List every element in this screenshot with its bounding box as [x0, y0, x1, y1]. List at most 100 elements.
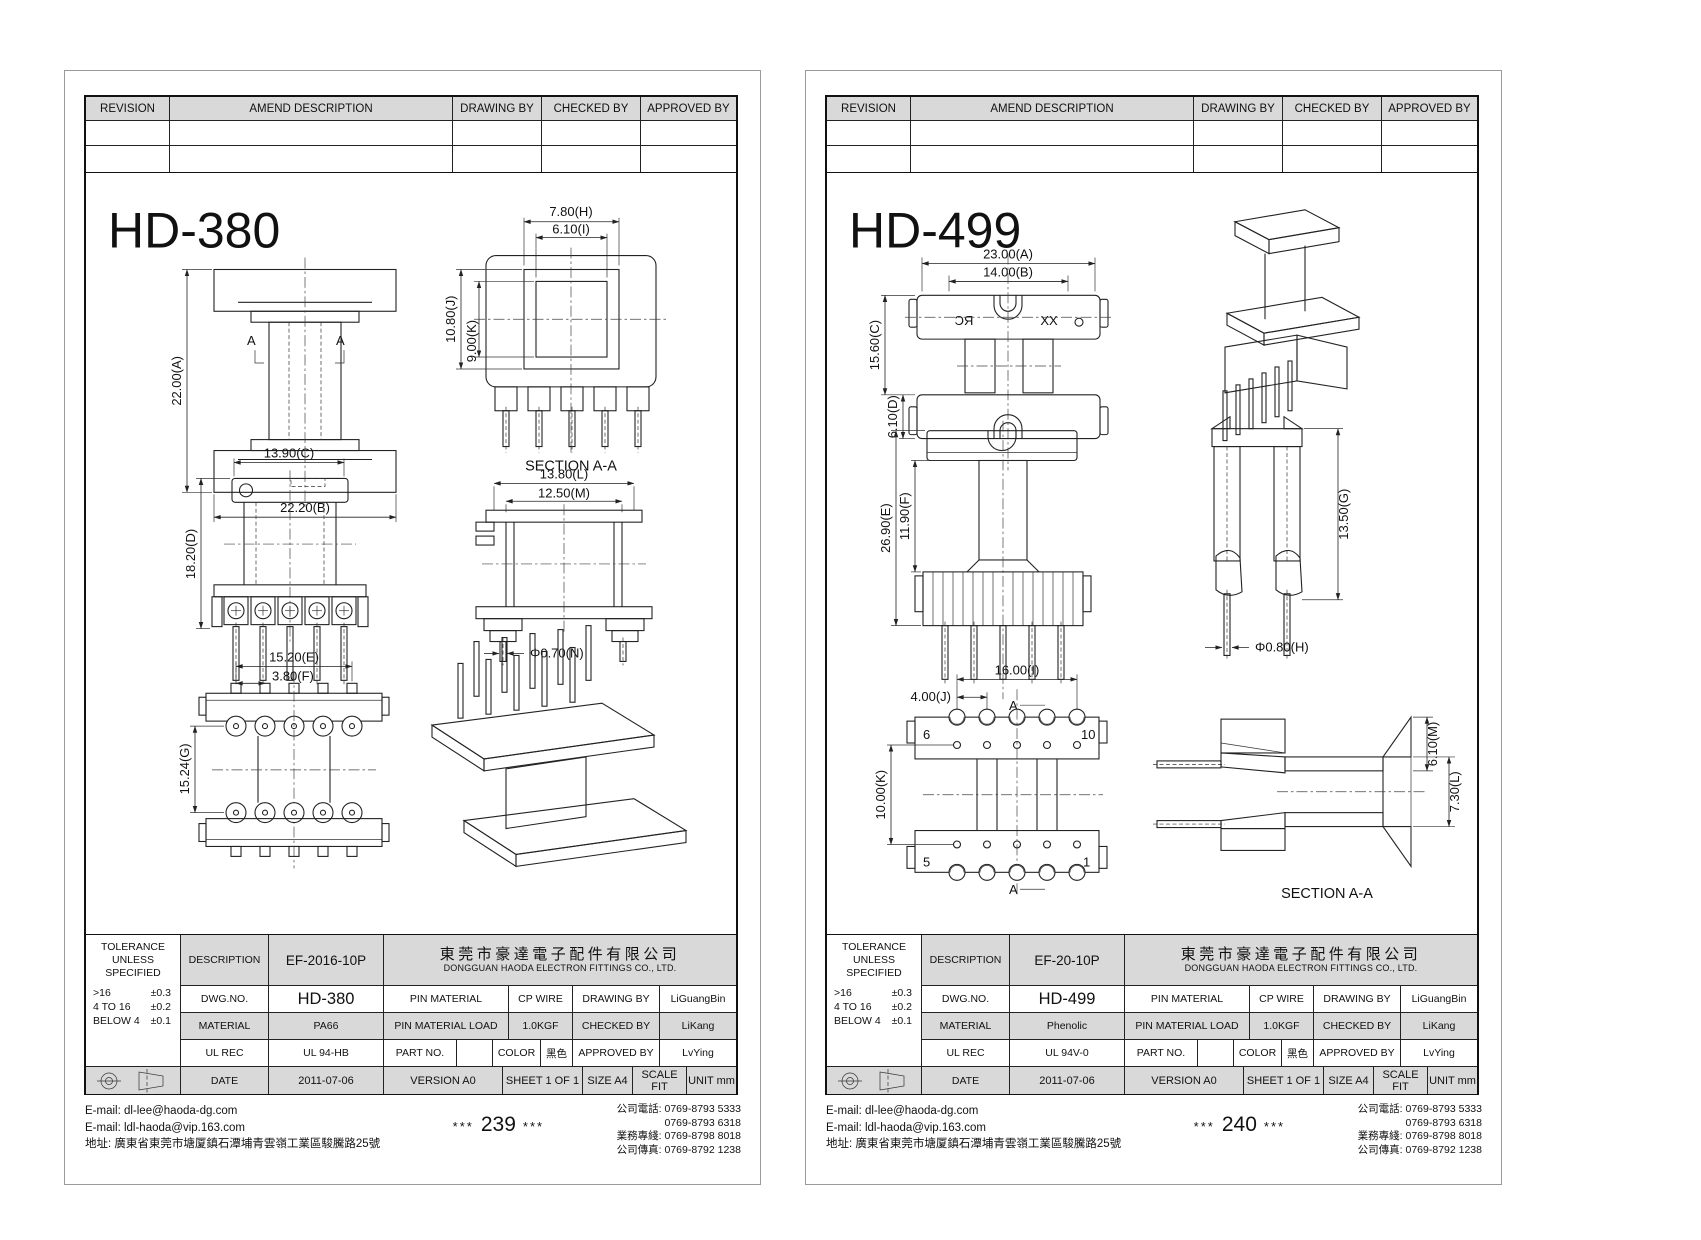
projection-symbols — [827, 1067, 921, 1094]
dim-label: 6.10(I) — [552, 222, 590, 237]
dim-label: 18.20(D) — [183, 529, 198, 579]
revision-empty-row — [86, 146, 736, 172]
pin-material-label: PIN MATERIAL — [383, 986, 508, 1013]
page-footer: E-mail: dl-lee@haoda-dg.com E-mail: ldl-… — [85, 1103, 741, 1181]
side-view: 13.90(C) — [183, 446, 369, 685]
title-block: TOLERANCE UNLESS SPECIFIED >16±0.3 4 TO … — [827, 934, 1477, 1094]
dim-label: 6.10(M) — [1425, 722, 1440, 767]
projection-icons — [97, 1068, 164, 1093]
ul-rec-value: UL 94-HB — [268, 1040, 383, 1067]
front-view: 26.90(E) 11.90(F) — [878, 420, 1092, 700]
revision-table: REVISION AMEND DESCRIPTION DRAWING BY CH… — [86, 97, 736, 173]
part-no-value — [1197, 1040, 1233, 1067]
dim-label: 11.90(F) — [897, 492, 912, 540]
dim-label: 10.00(K) — [873, 770, 888, 820]
scale-cell: SCALE FIT — [632, 1067, 686, 1094]
page-title: HD-380 — [108, 203, 280, 259]
plan-view: 23.00(A) 14.00(B) RC XX — [867, 247, 1112, 471]
drawing-by-value: LiGuangBin — [1400, 986, 1477, 1013]
drawing-by-label: DRAWING BY — [572, 986, 659, 1013]
dwg-no-label: DWG.NO. — [921, 986, 1009, 1013]
drawing-frame: REVISION AMEND DESCRIPTION DRAWING BY CH… — [84, 95, 738, 1095]
bottom-view: 16.00(I) 4.00(J) A 6 10 — [873, 662, 1108, 897]
xx-marking: XX — [1040, 313, 1058, 328]
date-label: DATE — [921, 1067, 1009, 1094]
pin-number: 10 — [1081, 727, 1095, 742]
description-value: EF-2016-10P — [268, 935, 383, 986]
drawing-by-value: LiGuangBin — [659, 986, 736, 1013]
sheet-cell: SHEET 1 OF 1 — [1243, 1067, 1323, 1094]
checked-by-value: LiKang — [1400, 1013, 1477, 1040]
material-label: MATERIAL — [180, 1013, 268, 1040]
pin-number: 5 — [923, 854, 930, 869]
company-name-en: DONGGUAN HAODA ELECTRON FITTINGS CO., LT… — [443, 963, 677, 974]
checked-by-value: LiKang — [659, 1013, 736, 1040]
scale-cell: SCALE FIT — [1373, 1067, 1427, 1094]
unit-cell: UNIT mm — [686, 1067, 736, 1094]
part-no-value — [456, 1040, 492, 1067]
revision-header-row: REVISION AMEND DESCRIPTION DRAWING BY CH… — [86, 97, 736, 121]
dim-label: 12.50(M) — [538, 485, 590, 500]
dim-label: 22.20(B) — [280, 500, 330, 515]
section-marker: A — [1009, 882, 1018, 897]
page-number: *** 240 *** — [1193, 1113, 1286, 1136]
dim-label: 13.80(L) — [540, 466, 588, 481]
revision-header-checked-by: CHECKED BY — [1282, 97, 1381, 121]
company-cell: 東莞市豪達電子配件有限公司 DONGGUAN HAODA ELECTRON FI… — [383, 935, 736, 986]
dim-label: 9.00(K) — [464, 320, 479, 362]
dim-label: 15.20(E) — [269, 649, 319, 664]
company-name-en: DONGGUAN HAODA ELECTRON FITTINGS CO., LT… — [1184, 963, 1418, 974]
hd499-technical-drawing: HD-499 23.00(A) 14.00(B) RC — [849, 203, 1462, 902]
pin-material-value: CP WIRE — [1249, 986, 1313, 1013]
side-section-view: 13.80(L) 12.50(M) — [475, 466, 653, 666]
company-name-cn: 東莞市豪達電子配件有限公司 — [439, 946, 681, 964]
dim-label: Φ0.70(N) — [530, 645, 584, 660]
part-no-label: PART NO. — [383, 1040, 456, 1067]
dim-label: 13.50(G) — [1336, 489, 1351, 540]
pin-number: 6 — [923, 727, 930, 742]
tolerance-cell: TOLERANCE UNLESS SPECIFIED >16±0.3 4 TO … — [86, 935, 180, 1067]
section-marker: A — [1009, 698, 1018, 713]
isometric-view — [430, 625, 688, 868]
sheet-cell: SHEET 1 OF 1 — [502, 1067, 582, 1094]
material-value: PA66 — [268, 1013, 383, 1040]
side-view: 13.50(G) Φ0.80(H) — [1205, 415, 1351, 660]
page-number: *** 239 *** — [452, 1113, 545, 1136]
dwg-no-value: HD-499 — [1009, 986, 1124, 1013]
projection-icons — [838, 1068, 905, 1093]
color-value: 黑色 — [540, 1040, 572, 1067]
cone-projection-icon — [879, 1071, 905, 1090]
approved-by-label: APPROVED BY — [572, 1040, 659, 1067]
dim-label: 16.00(I) — [995, 662, 1040, 677]
revision-header-revision: REVISION — [827, 97, 910, 121]
approved-by-value: LvYing — [659, 1040, 736, 1067]
datasheet-page-hd499: REVISION AMEND DESCRIPTION DRAWING BY CH… — [805, 70, 1502, 1185]
title-block: TOLERANCE UNLESS SPECIFIED >16±0.3 4 TO … — [86, 934, 736, 1094]
section-view: 6.10(M) 7.30(L) SECTION A-A — [1153, 715, 1462, 902]
color-value: 黑色 — [1281, 1040, 1313, 1067]
section-marker: A — [247, 333, 256, 348]
color-label: COLOR — [492, 1040, 540, 1067]
pin-material-label: PIN MATERIAL — [1124, 986, 1249, 1013]
part-no-label: PART NO. — [1124, 1040, 1197, 1067]
dim-label: 22.00(A) — [169, 356, 184, 406]
pin-load-value: 1.0KGF — [1249, 1013, 1313, 1040]
tolerance-cell: TOLERANCE UNLESS SPECIFIED >16±0.3 4 TO … — [827, 935, 921, 1067]
version-cell: VERSION A0 — [383, 1067, 502, 1094]
revision-header-drawing-by: DRAWING BY — [452, 97, 541, 121]
tolerance-title: TOLERANCE — [101, 941, 165, 953]
revision-header-amend: AMEND DESCRIPTION — [910, 97, 1193, 121]
date-label: DATE — [180, 1067, 268, 1094]
revision-table: REVISION AMEND DESCRIPTION DRAWING BY CH… — [827, 97, 1477, 173]
size-cell: SIZE A4 — [582, 1067, 632, 1094]
revision-header-amend: AMEND DESCRIPTION — [169, 97, 452, 121]
hd380-technical-drawing: HD-380 — [108, 203, 688, 869]
dim-label: 15.60(C) — [867, 320, 882, 370]
mirrored-rc-marking: RC — [955, 313, 974, 328]
revision-header-checked-by: CHECKED BY — [541, 97, 640, 121]
revision-header-approved-by: APPROVED BY — [1381, 97, 1477, 121]
description-label: DESCRIPTION — [180, 935, 268, 986]
section-label: SECTION A-A — [525, 458, 617, 474]
